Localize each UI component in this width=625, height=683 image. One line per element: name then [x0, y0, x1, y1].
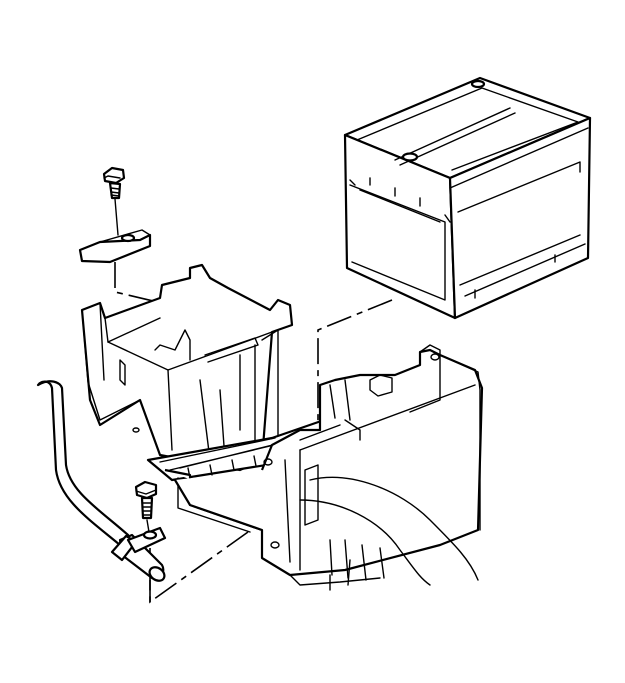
- vent-tube: [36, 380, 167, 582]
- hold-down-retainer: [78, 229, 152, 264]
- battery-tray: [80, 263, 484, 577]
- hold-down-bolt: [102, 166, 126, 236]
- battery: [343, 76, 592, 320]
- tray-bolt: [134, 480, 158, 533]
- vehicle-body: [289, 476, 479, 591]
